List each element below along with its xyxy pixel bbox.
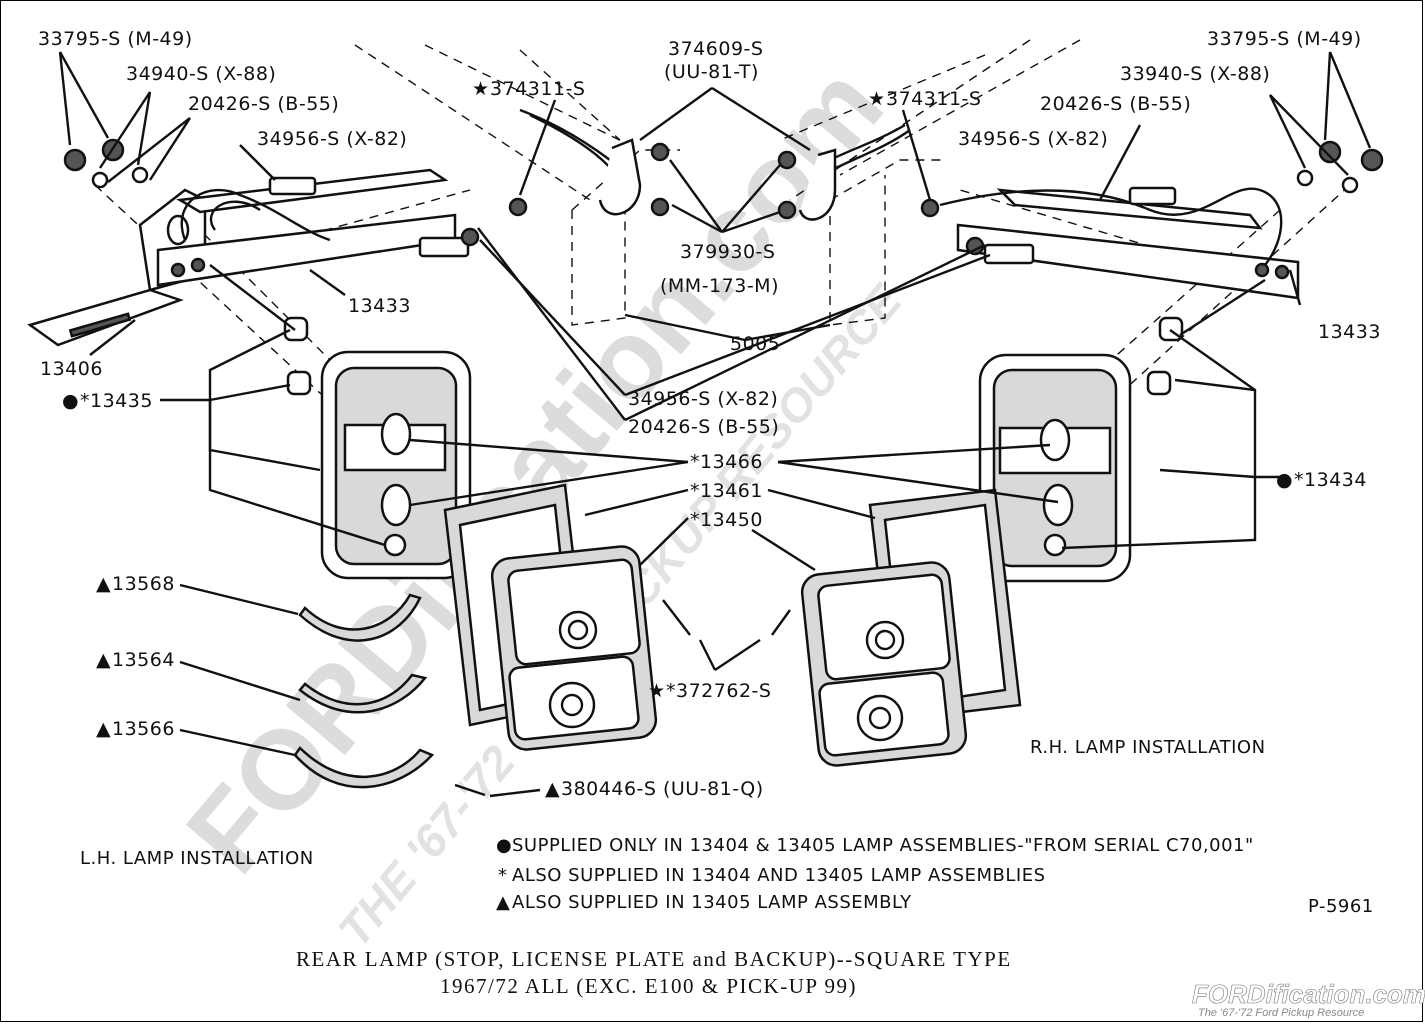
- fordification-logo: FORDification.com The '67-'72 Ford Picku…: [1192, 979, 1425, 1019]
- tri-13566: ▲: [96, 718, 111, 740]
- logo-name: FORDification.com: [1192, 979, 1425, 1009]
- label-13566: 13566: [112, 718, 175, 740]
- wiring: [519, 108, 911, 172]
- note-3: ALSO SUPPLIED IN 13405 LAMP ASSEMBLY: [512, 892, 912, 913]
- note-mark-2: *: [498, 865, 508, 886]
- label-13406: 13406: [40, 358, 103, 380]
- label-34956-rh: 34956-S (X-82): [958, 128, 1108, 150]
- star-374311-rh: ★: [868, 88, 886, 110]
- label-33795-lh: 33795-S (M-49): [38, 28, 193, 50]
- label-13433-lh: 13433: [348, 295, 411, 317]
- label-374311-rh: 374311-S: [886, 88, 981, 110]
- lens-rh-13450: [800, 561, 968, 767]
- label-13564: 13564: [112, 649, 175, 671]
- label-13466: *13466: [690, 451, 763, 473]
- lh-lamp-housing: [320, 350, 472, 580]
- hardware: [63, 138, 1384, 265]
- label-34956-lh: 34956-S (X-82): [257, 128, 407, 150]
- tri-13568: ▲: [96, 573, 111, 595]
- caption-line-1: REAR LAMP (STOP, LICENSE PLATE and BACKU…: [296, 947, 1012, 971]
- clips-374609: [598, 138, 837, 221]
- dot-13434: ●: [1276, 469, 1293, 491]
- label-20426-rh: 20426-S (B-55): [1040, 93, 1191, 115]
- lens-lh-13450: [490, 545, 658, 751]
- label-13433-rh: 13433: [1318, 321, 1381, 343]
- tri-13564: ▲: [96, 649, 111, 671]
- label-33795-rh: 33795-S (M-49): [1207, 28, 1362, 50]
- label-13435: *13435: [80, 390, 153, 412]
- label-372762: *372762-S: [666, 680, 771, 702]
- label-20426-lh: 20426-S (B-55): [188, 93, 339, 115]
- rh-installation-label: R.H. LAMP INSTALLATION: [1030, 737, 1266, 758]
- label-33940-rh: 33940-S (X-88): [1120, 63, 1270, 85]
- label-5005: 5005: [730, 333, 780, 355]
- part-labels: 33795-S (M-49) 34940-S (X-88) 20426-S (B…: [38, 28, 1381, 800]
- label-20426-center: 20426-S (B-55): [628, 416, 779, 438]
- logo-tagline: The '67-'72 Ford Pickup Resource: [1198, 1007, 1364, 1019]
- label-374609: 374609-S: [668, 38, 763, 60]
- star-372762: ★: [648, 680, 666, 702]
- label-379930: 379930-S: [680, 241, 775, 263]
- legend-notes: ● SUPPLIED ONLY IN 13404 & 13405 LAMP AS…: [496, 835, 1254, 913]
- note-mark-3: ▲: [496, 892, 510, 913]
- star-374311-lh: ★: [472, 78, 490, 100]
- rh-lamp-housing: [978, 353, 1132, 583]
- label-374609-code: (UU-81-T): [664, 61, 759, 83]
- label-379930-code: (MM-173-M): [660, 275, 779, 297]
- leader-lines: [58, 51, 1372, 798]
- label-380446: 380446-S (UU-81-Q): [561, 778, 764, 800]
- rh-bracket-13433: [939, 187, 1300, 300]
- tri-380446: ▲: [545, 778, 560, 800]
- label-13568: 13568: [112, 573, 175, 595]
- lh-installation-label: L.H. LAMP INSTALLATION: [80, 848, 314, 869]
- label-13450: *13450: [690, 509, 763, 531]
- label-13434: *13434: [1294, 469, 1367, 491]
- label-374311-lh: 374311-S: [490, 78, 585, 100]
- label-13461: *13461: [690, 480, 763, 502]
- shields: [293, 593, 435, 789]
- caption-line-2: 1967/72 ALL (EXC. E100 & PICK-UP 99): [440, 974, 857, 998]
- screws-372762: [454, 599, 791, 797]
- watermark-main: FORDification.com: [163, 43, 907, 896]
- dot-13435: ●: [62, 390, 79, 412]
- label-34940-lh: 34940-S (X-88): [126, 63, 276, 85]
- figure-number: P-5961: [1308, 896, 1374, 917]
- label-34956-center: 34956-S (X-82): [628, 388, 778, 410]
- note-1: SUPPLIED ONLY IN 13404 & 13405 LAMP ASSE…: [512, 835, 1254, 856]
- note-2: ALSO SUPPLIED IN 13404 AND 13405 LAMP AS…: [512, 865, 1046, 886]
- note-mark-1: ●: [496, 835, 512, 856]
